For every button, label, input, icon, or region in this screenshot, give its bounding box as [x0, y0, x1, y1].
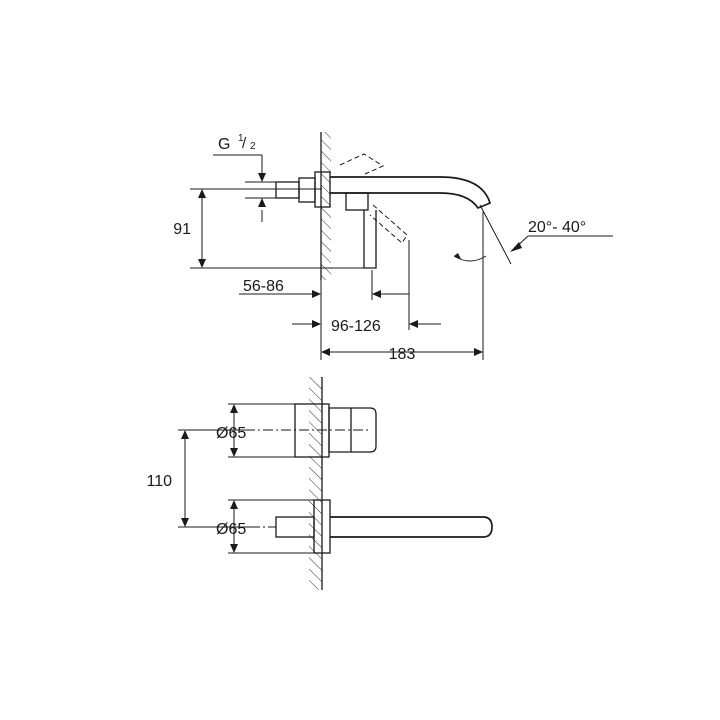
depth-dimension: 56-86 [239, 278, 409, 298]
diameter-bottom-dimension: Ø65 [216, 500, 246, 553]
spacing-dimension: 110 [146, 430, 189, 527]
diameter-bottom-label: Ø65 [216, 521, 246, 538]
spacing-label: 110 [146, 473, 172, 490]
length-dimension: 183 [321, 346, 483, 363]
thread-num: 1 [238, 133, 244, 144]
angle-label: 20°- 40° [528, 219, 586, 236]
front-view: Ø65 110 Ø65 [146, 377, 493, 590]
height-label: 91 [173, 221, 191, 238]
wall-front [309, 377, 323, 590]
spout-top-view [250, 499, 493, 554]
depth-label: 56-86 [243, 278, 284, 295]
lever-dashed [339, 153, 408, 244]
lever-solid [345, 192, 377, 269]
thread-den: 2 [250, 141, 256, 152]
side-view: 91 G 1 / 2 [173, 132, 613, 363]
thread-sep: / [242, 135, 247, 152]
thread-label: G 1 / 2 [213, 133, 276, 222]
wall-side [320, 132, 331, 280]
valve-top [245, 403, 377, 458]
inlet-stub [275, 171, 331, 208]
spout-body [330, 176, 492, 210]
length-label: 183 [389, 346, 416, 363]
lever-range-label: 96-126 [331, 318, 381, 335]
diameter-top-dimension: Ø65 [216, 404, 246, 457]
diameter-top-label: Ø65 [216, 425, 246, 442]
thread-prefix: G [218, 136, 230, 153]
height-dimension: 91 [173, 189, 206, 268]
angle-dimension: 20°- 40° [453, 204, 613, 265]
lever-dimension: 96-126 [292, 318, 441, 335]
